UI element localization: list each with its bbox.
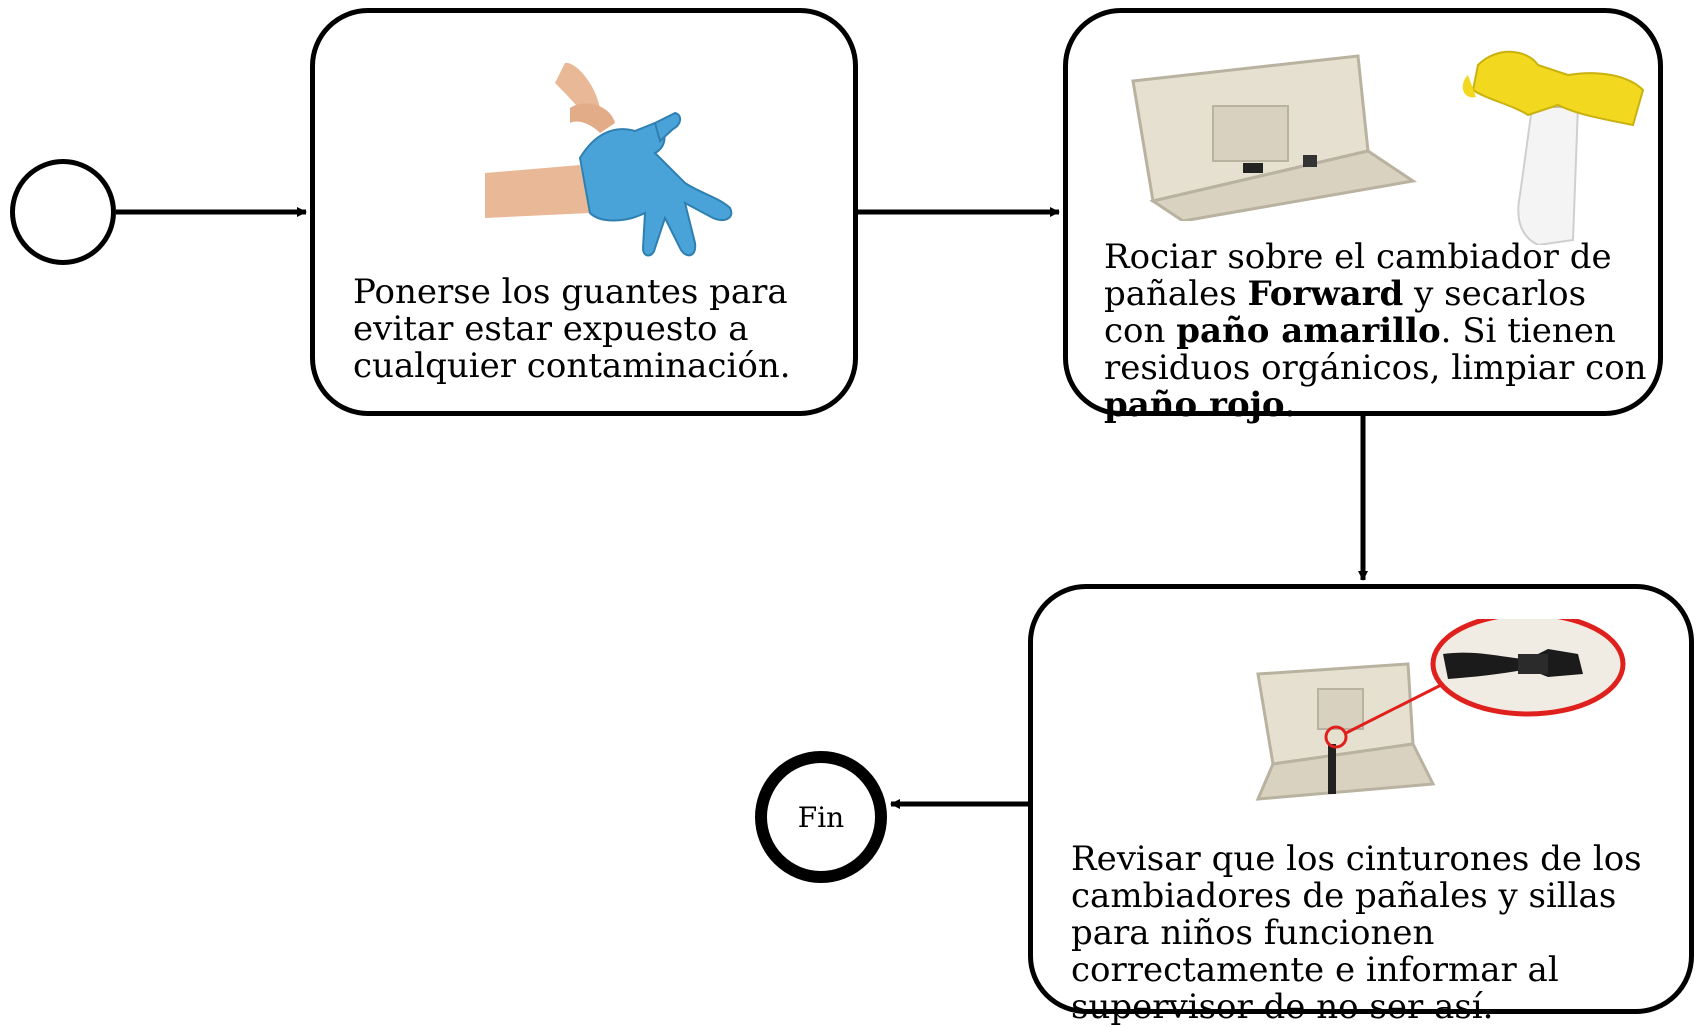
diaper-changer-illustration [1131, 54, 1417, 221]
step-1-text: Ponerse los guantes para evitar estar ex… [353, 274, 833, 385]
step-2-text-part-1: Rociar sobre el cambiador de pañales [1104, 237, 1612, 314]
step-2-text-part-2: y secarlos con [1104, 274, 1587, 351]
step-spray-and-dry-changer: Rociar sobre el cambiador de pañales For… [1063, 8, 1663, 424]
step-2-text-part-3: . Si tienen residuos orgánicos, limpiar … [1104, 311, 1647, 388]
step-1-text-part: Ponerse los guantes para evitar estar ex… [353, 272, 791, 386]
start-event [10, 159, 116, 265]
step-3-text-part: Revisar que los cinturones de los cambia… [1071, 839, 1642, 1027]
step-put-on-gloves: Ponerse los guantes para evitar estar ex… [310, 8, 858, 416]
step-2-text: Rociar sobre el cambiador de pañales For… [1104, 239, 1649, 424]
step-2-text-yellow-cloth: paño amarillo [1176, 311, 1441, 351]
end-event-label: Fin [797, 800, 845, 834]
belt-check-illustration [1255, 619, 1626, 801]
step-check-belts: Revisar que los cinturones de los cambia… [1028, 584, 1694, 1026]
step-2-text-forward: Forward [1247, 274, 1404, 314]
spray-bottle-yellow-glove-illustration [1462, 50, 1645, 245]
end-event: Fin [755, 751, 887, 883]
glove-illustration [485, 62, 733, 257]
step-3-text: Revisar que los cinturones de los cambia… [1071, 841, 1681, 1026]
step-2-text-red-cloth: paño rojo. [1104, 385, 1296, 425]
